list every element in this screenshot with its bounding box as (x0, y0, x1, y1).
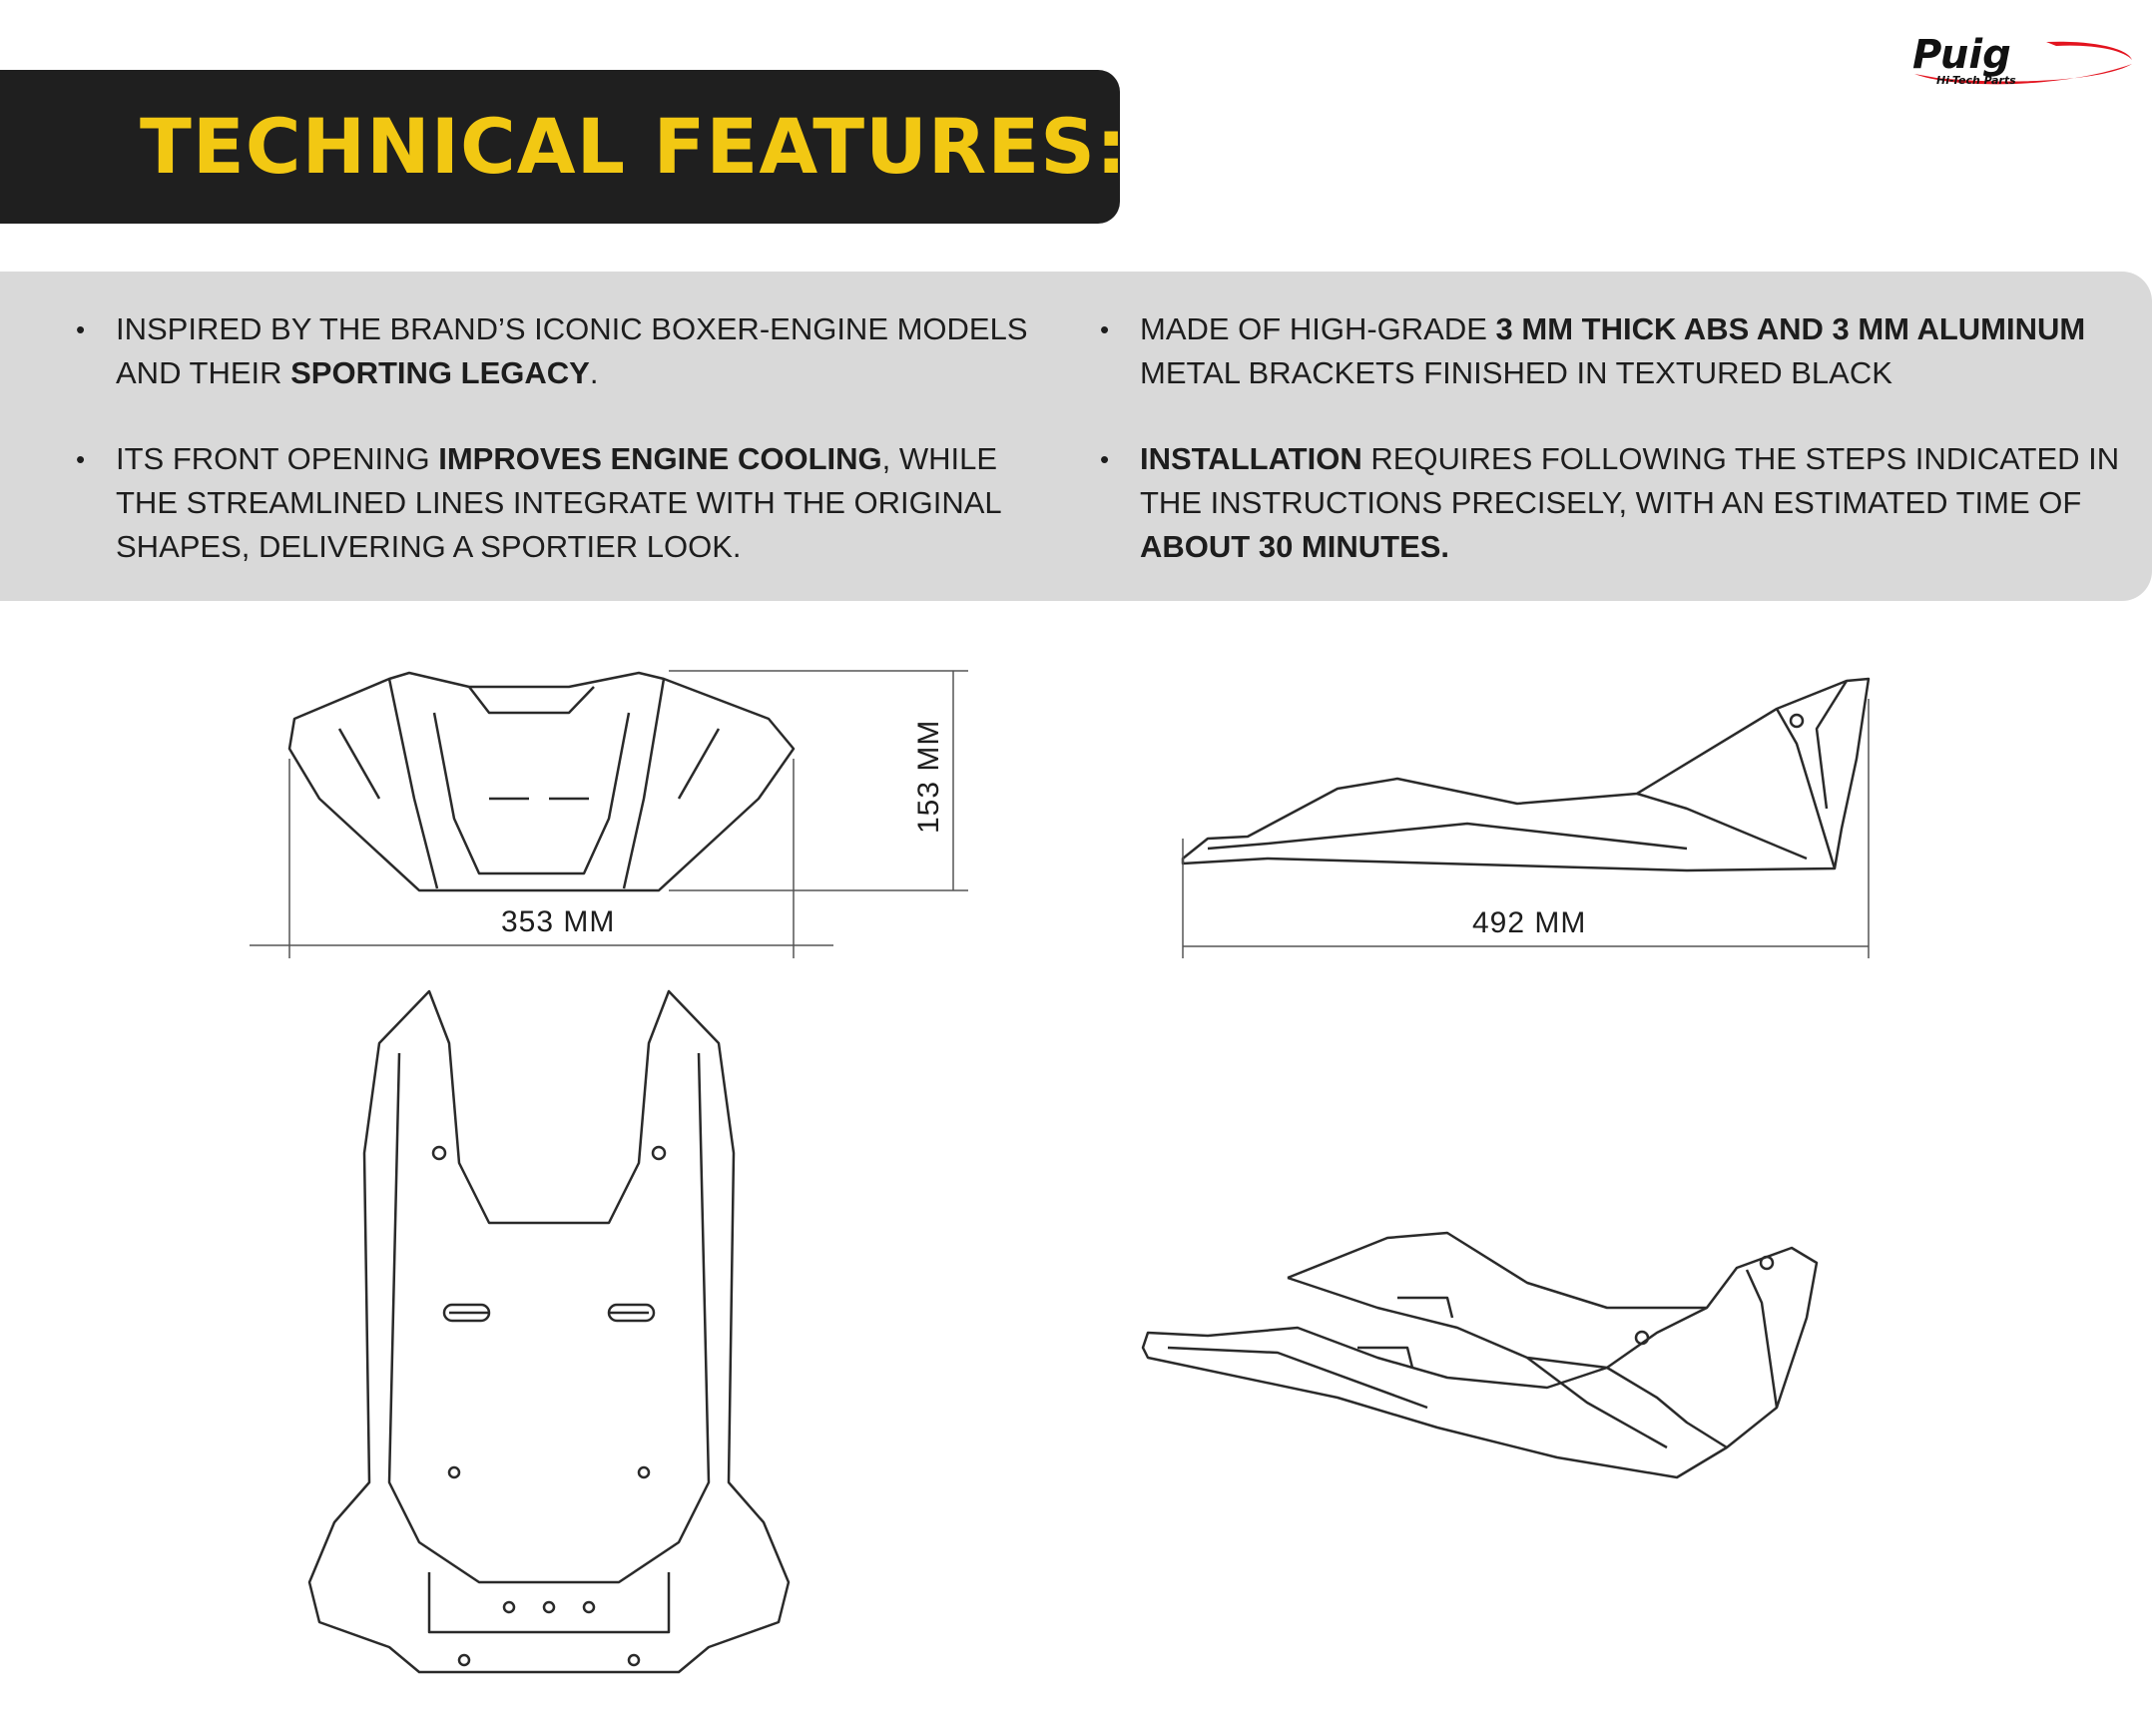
perspective-view-drawing (1141, 1231, 1819, 1479)
features-right-column: • MADE OF HIGH-GRADE 3 MM THICK ABS AND … (1096, 307, 2134, 611)
top-view-drawing (307, 989, 791, 1674)
feature-item: • ITS FRONT OPENING IMPROVES ENGINE COOL… (72, 437, 1030, 569)
feature-item: • INSTALLATION REQUIRES FOLLOWING THE ST… (1096, 437, 2134, 569)
features-panel: • INSPIRED BY THE BRAND’S ICONIC BOXER-E… (0, 272, 2152, 601)
feature-item: • INSPIRED BY THE BRAND’S ICONIC BOXER-E… (72, 307, 1030, 395)
bullet-icon: • (76, 314, 86, 344)
bullet-icon: • (1100, 444, 1110, 474)
front-view-drawing: 353 MM 153 MM (250, 670, 968, 958)
puig-logo: Puig Hi-Tech Parts (1912, 34, 2132, 87)
features-left-column: • INSPIRED BY THE BRAND’S ICONIC BOXER-E… (72, 307, 1030, 611)
bullet-icon: • (76, 444, 86, 474)
front-width-label: 353 MM (501, 905, 615, 938)
page-title: TECHNICAL FEATURES: (140, 102, 1128, 191)
feature-item: • MADE OF HIGH-GRADE 3 MM THICK ABS AND … (1096, 307, 2134, 395)
brand-tagline: Hi-Tech Parts (1936, 74, 2016, 87)
brand-name: Puig (1912, 34, 2011, 78)
front-height-label: 153 MM (912, 720, 945, 834)
side-length-label: 492 MM (1472, 906, 1586, 939)
side-view-drawing: 492 MM (1181, 677, 1871, 958)
title-bar: TECHNICAL FEATURES: (0, 70, 1126, 224)
bullet-icon: • (1100, 314, 1110, 344)
